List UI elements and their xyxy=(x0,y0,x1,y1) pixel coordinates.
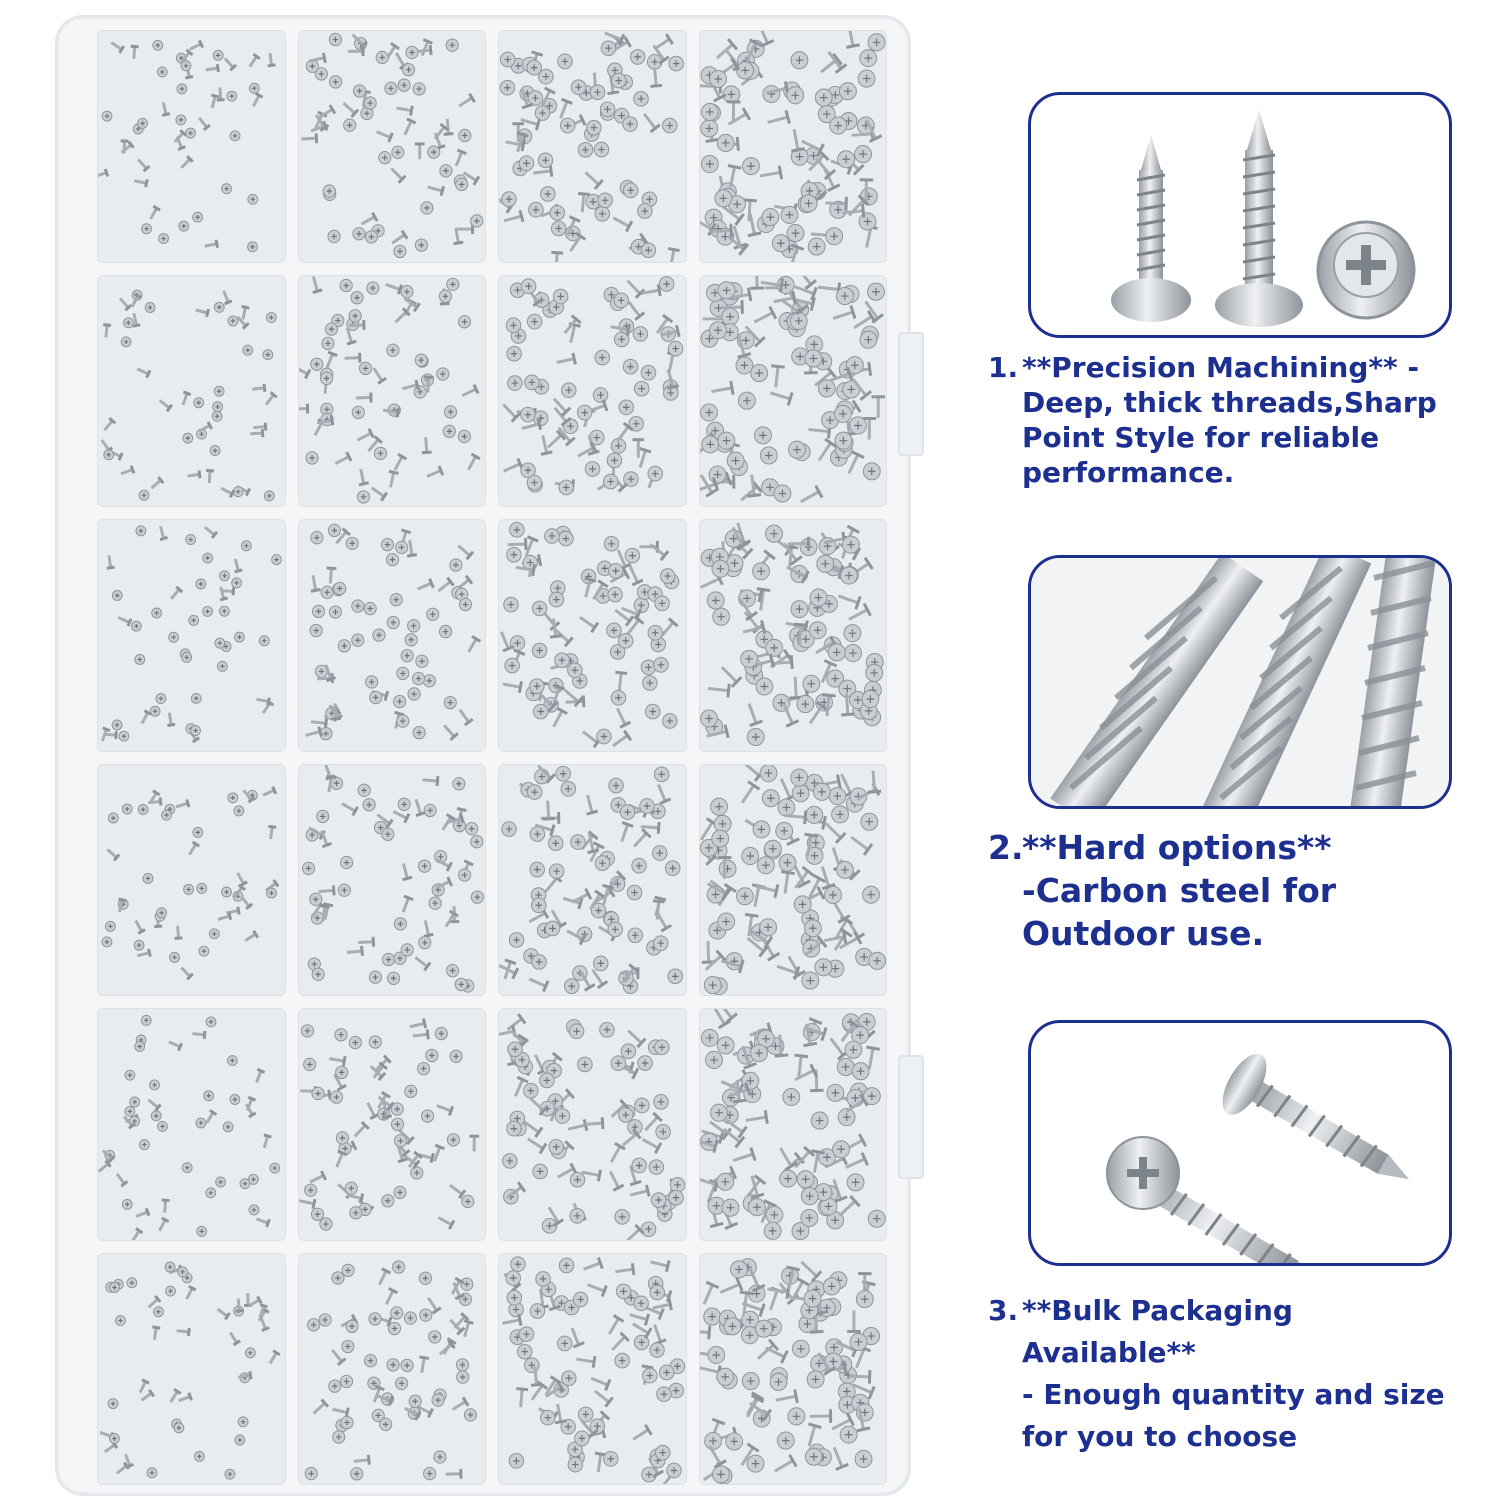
compartment-screws xyxy=(300,32,483,259)
feature-1-number: 1. xyxy=(988,351,1019,384)
compartment-screws xyxy=(499,31,684,262)
feature-1-description: - Deep, thick threads,Sharp Point Style … xyxy=(1022,351,1437,489)
feature-2-number: 2. xyxy=(988,828,1024,867)
compartment-screws xyxy=(502,1255,686,1484)
compartment xyxy=(97,1008,286,1241)
compartment xyxy=(498,274,687,507)
compartment-screws xyxy=(699,1257,880,1484)
feature-3-description: - Enough quantity and size for you to ch… xyxy=(1022,1378,1445,1453)
compartment-screws xyxy=(304,523,481,741)
standing-screws-image xyxy=(1111,110,1416,327)
compartment xyxy=(498,1252,687,1485)
compartment xyxy=(498,763,687,996)
box-latch-top xyxy=(898,332,924,456)
compartment xyxy=(297,1008,486,1241)
box-latch-bottom xyxy=(898,1055,924,1179)
compartment-screws xyxy=(699,522,884,747)
compartment-screws xyxy=(101,785,280,980)
lying-screws-image xyxy=(1106,1053,1410,1263)
compartment xyxy=(698,30,887,263)
compartment xyxy=(297,763,486,996)
compartment-screws xyxy=(100,525,282,744)
compartment xyxy=(297,1252,486,1485)
compartment xyxy=(97,1252,286,1485)
compartment xyxy=(698,519,887,752)
compartment-screws xyxy=(98,1014,281,1240)
thread-closeup-image xyxy=(1031,558,1449,806)
compartment xyxy=(498,519,687,752)
feature-2: 2. **Hard options** -Carbon steel for Ou… xyxy=(988,826,1468,955)
compartment xyxy=(297,519,486,752)
compartment xyxy=(97,30,286,263)
compartment-screws xyxy=(499,764,684,994)
feature-1-title: **Precision Machining** xyxy=(1022,351,1398,384)
compartment-screws xyxy=(699,275,885,503)
precision-screws-panel xyxy=(1028,92,1452,338)
compartment-screws xyxy=(298,1018,479,1231)
compartment xyxy=(698,1252,887,1485)
feature-2-title: **Hard options** xyxy=(1022,828,1332,867)
feature-2-description: -Carbon steel for Outdoor use. xyxy=(1022,871,1337,953)
compartment xyxy=(498,30,687,263)
compartment-screws xyxy=(301,764,484,993)
compartment xyxy=(698,274,887,507)
organizer-compartments xyxy=(97,30,887,1485)
compartment xyxy=(297,30,486,263)
compartment xyxy=(698,1008,887,1241)
compartment xyxy=(97,274,286,507)
compartment-screws xyxy=(699,1009,886,1240)
compartment-screws xyxy=(98,39,276,253)
feature-3-title: **Bulk Packaging Available** xyxy=(1022,1294,1293,1369)
compartment-screws xyxy=(699,31,886,262)
feature-1: 1. **Precision Machining** - Deep, thick… xyxy=(988,350,1468,490)
compartment-screws xyxy=(499,1013,686,1240)
bulk-screws-panel xyxy=(1028,1020,1452,1266)
compartment-screws xyxy=(500,521,680,749)
compartment xyxy=(297,274,486,507)
compartment-screws xyxy=(298,275,481,504)
compartment-screws xyxy=(100,289,278,501)
compartment-screws xyxy=(99,1261,281,1480)
feature-3: 3. **Bulk Packaging Available** - Enough… xyxy=(988,1290,1468,1458)
compartment xyxy=(498,1008,687,1241)
compartment xyxy=(97,763,286,996)
compartment-screws xyxy=(304,1259,477,1480)
feature-3-number: 3. xyxy=(988,1294,1019,1327)
compartment xyxy=(698,763,887,996)
compartment-screws xyxy=(502,275,684,495)
compartment-screws xyxy=(699,764,886,995)
compartment xyxy=(97,519,286,752)
thread-closeup-panel xyxy=(1028,555,1452,809)
